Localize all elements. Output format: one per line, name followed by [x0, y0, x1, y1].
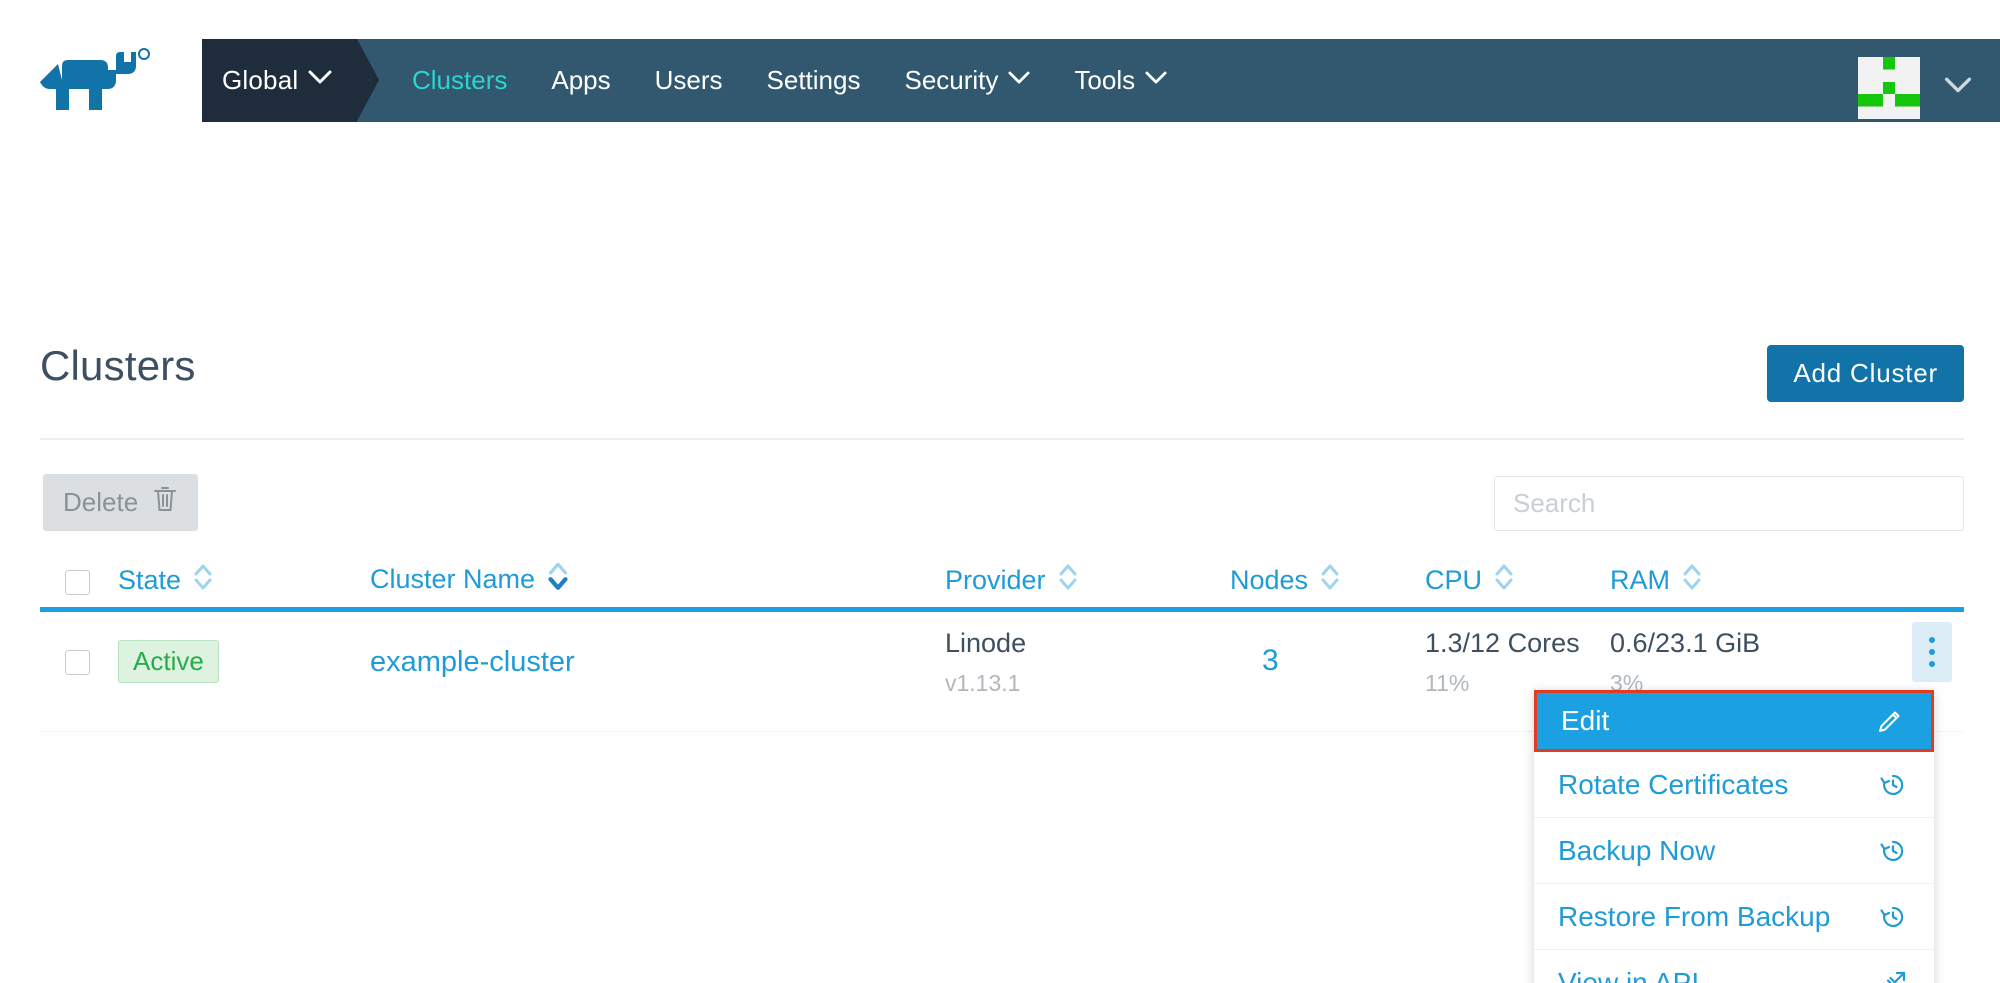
clusters-table: State Cluster Name Provider Nodes — [40, 550, 1964, 732]
column-header-label: Cluster Name — [370, 564, 536, 594]
page-title: Clusters — [40, 342, 196, 389]
cluster-name-link[interactable]: example-cluster — [370, 646, 575, 678]
history-icon — [1876, 834, 1910, 868]
nav-item-list: Clusters Apps Users Settings Security To… — [390, 39, 1189, 122]
pencil-icon — [1873, 704, 1907, 738]
chevron-down-icon — [1944, 77, 1972, 94]
column-header-label: CPU — [1425, 565, 1483, 595]
nav-item-label: Apps — [551, 65, 611, 95]
app-header: Global Clusters Apps Users Settings Secu… — [0, 0, 2000, 122]
column-header-label: Provider — [945, 565, 1046, 595]
sort-icon — [1057, 562, 1079, 599]
select-all-checkbox-cell — [65, 570, 90, 595]
chevron-down-icon — [1145, 71, 1167, 85]
trash-icon — [152, 485, 178, 520]
history-icon — [1876, 768, 1910, 802]
column-header-label: RAM — [1610, 565, 1670, 595]
ram-value: 0.6/23.1 GiB — [1610, 628, 1761, 658]
column-header-cluster-name[interactable]: Cluster Name — [370, 560, 570, 599]
title-divider — [40, 438, 1964, 440]
row-actions-menu-button[interactable] — [1912, 622, 1952, 682]
menu-item-label: View in API — [1558, 966, 1700, 983]
nav-item-label: Settings — [766, 65, 861, 95]
nav-item-clusters[interactable]: Clusters — [390, 39, 529, 122]
history-icon — [1876, 900, 1910, 934]
menu-item-restore-from-backup[interactable]: Restore From Backup — [1534, 884, 1934, 950]
menu-item-rotate-certificates[interactable]: Rotate Certificates — [1534, 752, 1934, 818]
column-header-nodes[interactable]: Nodes — [1230, 562, 1341, 599]
link-external-icon — [1876, 966, 1910, 983]
chevron-down-icon — [1008, 71, 1030, 85]
user-identicon-avatar — [1858, 57, 1920, 119]
cell-ram: 0.6/23.1 GiB 3% — [1610, 628, 1760, 697]
nav-item-label: Users — [654, 65, 723, 95]
sort-icon — [1681, 562, 1703, 599]
kebab-dot — [1929, 661, 1935, 667]
menu-item-backup-now[interactable]: Backup Now — [1534, 818, 1934, 884]
column-header-cpu[interactable]: CPU — [1425, 562, 1515, 599]
sort-icon — [192, 562, 214, 599]
provider-version: v1.13.1 — [945, 670, 1021, 696]
kebab-dot — [1929, 637, 1935, 643]
nav-item-apps[interactable]: Apps — [529, 39, 632, 122]
row-checkbox-cell — [65, 650, 90, 682]
scope-arrow-decoration — [357, 39, 379, 121]
user-menu-button[interactable] — [1850, 51, 1982, 125]
row-actions-dropdown: Edit Rotate Certificates Backup Now Rest… — [1534, 690, 1934, 983]
delete-button[interactable]: Delete — [43, 474, 199, 531]
column-header-label: State — [118, 565, 182, 595]
column-header-ram[interactable]: RAM — [1610, 562, 1703, 599]
delete-button-label: Delete — [63, 487, 139, 517]
menu-item-label: Edit — [1561, 705, 1610, 736]
rancher-logo-icon — [40, 48, 150, 110]
nav-item-label: Security — [904, 65, 999, 95]
sort-icon — [1493, 562, 1515, 599]
cell-state: Active — [118, 640, 219, 683]
chevron-down-icon — [308, 70, 332, 85]
global-scope-label: Global — [222, 65, 299, 95]
row-checkbox[interactable] — [65, 650, 90, 675]
status-badge: Active — [118, 640, 219, 683]
cpu-percent: 11% — [1425, 670, 1470, 696]
nav-item-settings[interactable]: Settings — [745, 39, 883, 122]
cell-cpu: 1.3/12 Cores 11% — [1425, 628, 1580, 697]
search-input[interactable] — [1494, 476, 1964, 531]
add-cluster-button[interactable]: Add Cluster — [1767, 345, 1964, 402]
column-header-label: Nodes — [1230, 565, 1309, 595]
cell-provider: Linode v1.13.1 — [945, 628, 1026, 697]
sort-icon — [1319, 562, 1341, 599]
nav-item-tools[interactable]: Tools — [1052, 39, 1189, 122]
nav-item-users[interactable]: Users — [633, 39, 745, 122]
rancher-logo[interactable] — [36, 40, 156, 120]
menu-item-view-in-api[interactable]: View in API — [1534, 950, 1934, 983]
nav-item-security[interactable]: Security — [882, 39, 1052, 122]
provider-name: Linode — [945, 628, 1027, 658]
select-all-checkbox[interactable] — [65, 570, 90, 595]
nav-item-label: Tools — [1074, 65, 1136, 95]
nodes-count-link[interactable]: 3 — [1262, 644, 1279, 677]
table-header-row: State Cluster Name Provider Nodes — [40, 550, 1964, 612]
sort-icon-active — [546, 560, 570, 599]
menu-item-label: Restore From Backup — [1558, 900, 1831, 932]
global-scope-selector[interactable]: Global — [202, 39, 357, 122]
column-header-provider[interactable]: Provider — [945, 562, 1079, 599]
main-navigation: Global Clusters Apps Users Settings Secu… — [202, 39, 2000, 122]
cpu-value: 1.3/12 Cores — [1425, 628, 1580, 658]
column-header-state[interactable]: State — [118, 562, 214, 599]
menu-item-label: Rotate Certificates — [1558, 768, 1789, 800]
menu-item-edit[interactable]: Edit — [1534, 690, 1934, 752]
kebab-dot — [1929, 649, 1935, 655]
table-row[interactable]: Active example-cluster Linode v1.13.1 3 … — [40, 612, 1964, 732]
nav-item-label: Clusters — [412, 65, 508, 95]
menu-item-label: Backup Now — [1558, 834, 1716, 866]
